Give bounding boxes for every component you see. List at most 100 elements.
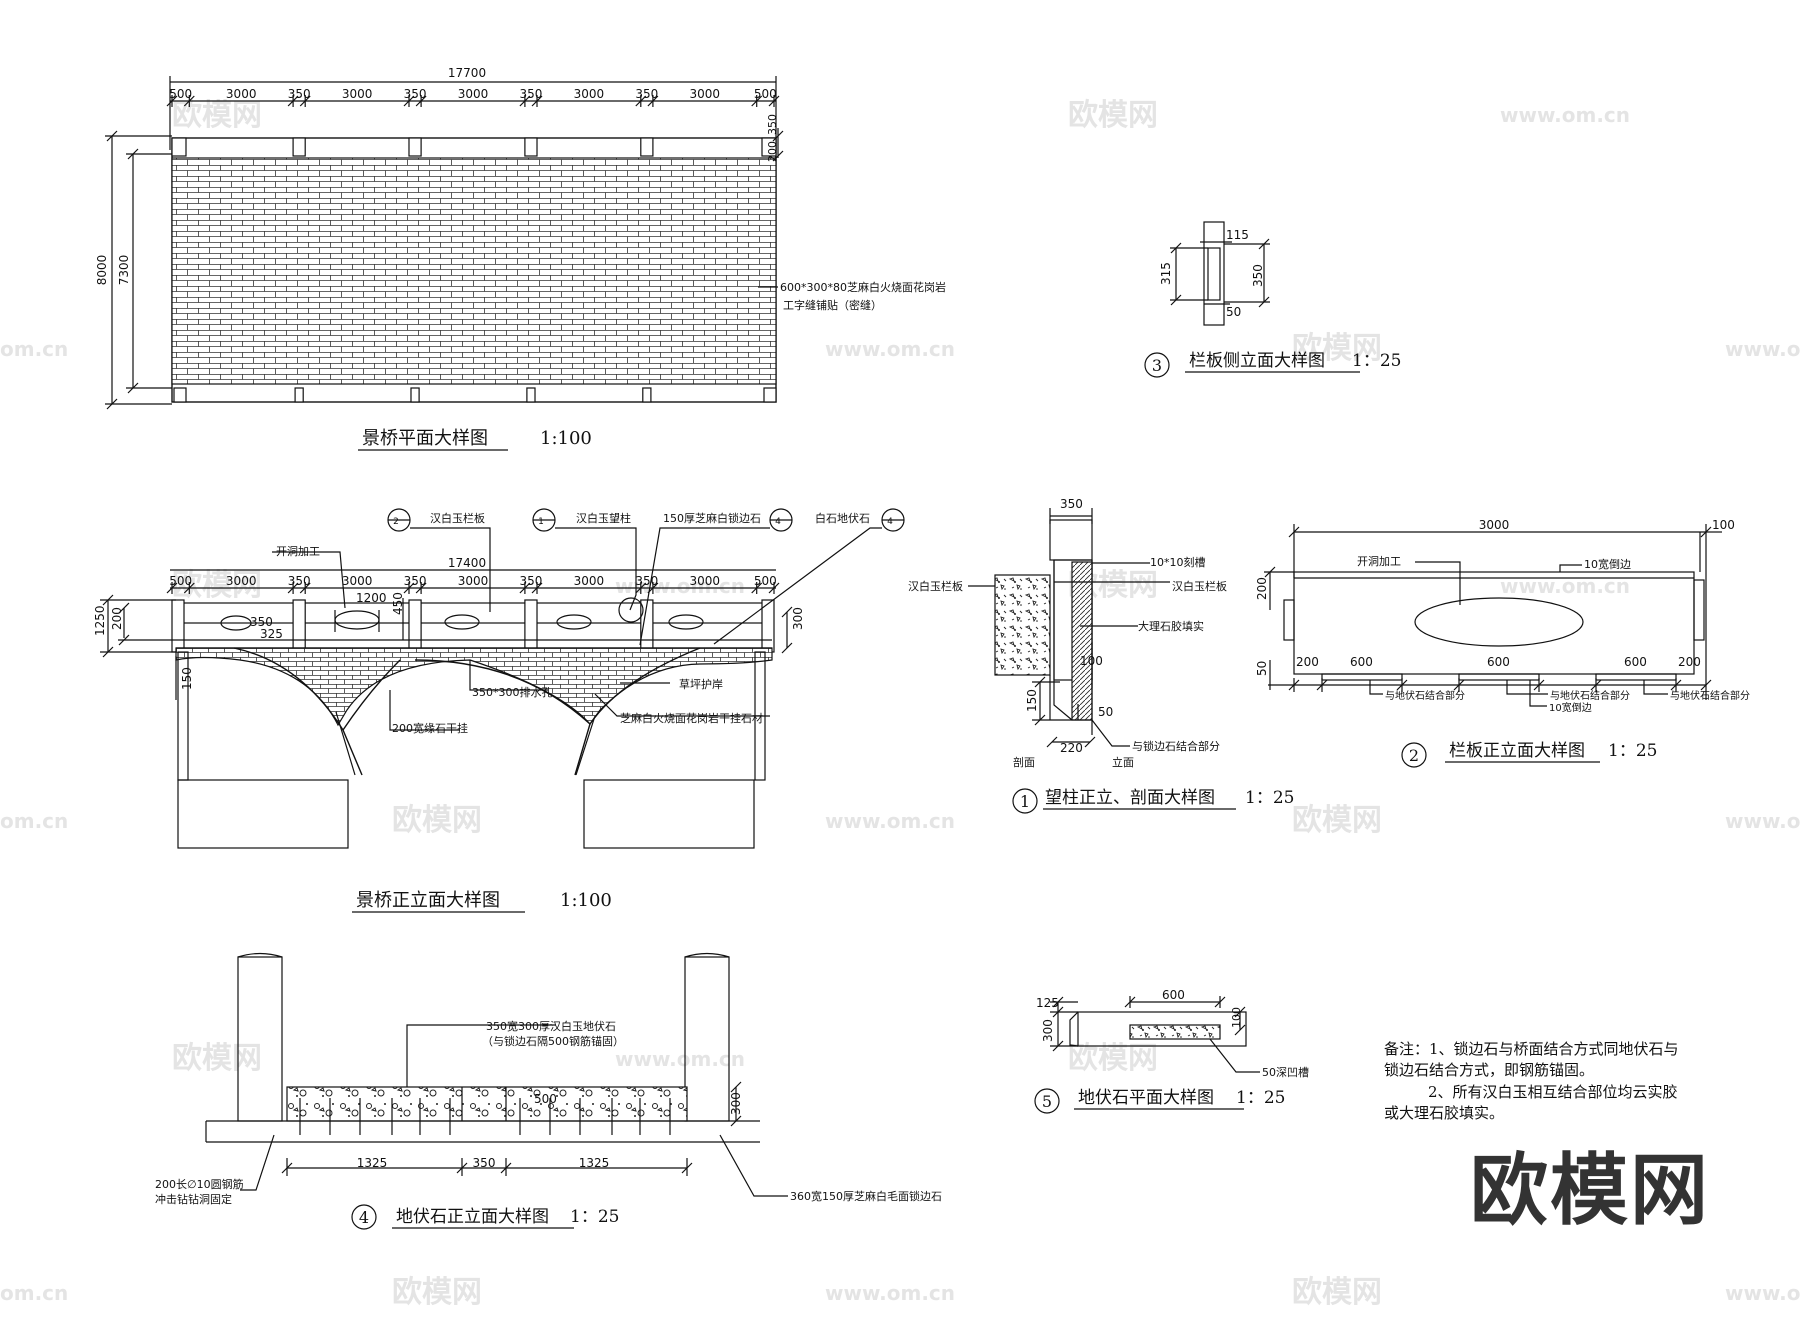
d1-label-panel-right: 汉白玉栏板 (1172, 579, 1227, 593)
d1-dim-50: 50 (1098, 705, 1113, 719)
elev-dim-300: 300 (791, 607, 805, 630)
bridge-plan-view (105, 76, 784, 410)
d2-dim-200b: 200 (1678, 655, 1701, 669)
plan-dim-200: 200 (766, 141, 779, 162)
plan-segment-dim: 350 (288, 87, 311, 101)
d2-dim-3000: 3000 (1479, 518, 1510, 532)
d2-dim-100: 100 (1712, 518, 1735, 532)
callout-number: 4 (775, 517, 781, 527)
watermark: 欧模网 (1292, 803, 1382, 838)
detail-2-drawing (1264, 524, 1722, 707)
plan-dim-8000: 8000 (95, 255, 109, 286)
d5-dim-125: 125 (1036, 996, 1059, 1010)
elev-segment-dim: 3000 (690, 574, 721, 588)
d5-title: 地伏石平面大样图 (1078, 1088, 1214, 1108)
d2-dim-200a: 200 (1296, 655, 1319, 669)
watermark: 欧模网 (392, 803, 482, 838)
d5-dim-600: 600 (1162, 988, 1185, 1002)
d4-dim-1325b: 1325 (579, 1156, 610, 1170)
d1-label-panel-left: 汉白玉栏板 (908, 579, 963, 593)
d2-dim-600b: 600 (1487, 655, 1510, 669)
d1-dim-150: 150 (1025, 689, 1039, 712)
watermark-url: om.cn (0, 1281, 68, 1305)
d2-label-join-3: 与地伏石结合部分 (1670, 689, 1750, 702)
plan-segment-dim: 500 (754, 87, 777, 101)
note-line-3: 2、所有汉白玉相互结合部位均云实胶 (1428, 1083, 1678, 1101)
d4-title: 地伏石正立面大样图 (396, 1207, 549, 1227)
elev-title: 景桥正立面大样图 (356, 890, 500, 911)
d4-dim-350: 350 (473, 1156, 496, 1170)
d4-rebar-note: 200长∅10圆钢筋 (155, 1177, 244, 1191)
note-line-1: 备注：1、锁边石与桥面结合方式同地伏石与 (1384, 1040, 1679, 1058)
d4-note-2: （与锁边石隔500钢筋锚固） (482, 1034, 624, 1048)
callout-ground-stone: 白石地伏石 (815, 511, 870, 525)
bridge-elevation-view (100, 508, 905, 849)
watermark: 欧模网 (172, 98, 262, 133)
plan-segment-dim: 350 (519, 87, 542, 101)
elev-granite-note: 芝麻白火烧面花岗岩干挂石材 (620, 711, 763, 725)
watermark-url: www.om.cn (825, 337, 955, 361)
detail-1-labels: 350 100 150 50 220 汉白玉栏板 10*10刻槽 汉白玉栏板 大… (908, 497, 1227, 769)
callout-number: 4 (887, 517, 893, 527)
d1-number: 1 (1020, 792, 1030, 811)
plan-segment-dim: 350 (635, 87, 658, 101)
detail-5-labels: 600 125 300 100 50深凹槽 (1036, 988, 1309, 1079)
d2-title: 栏板正立面大样图 (1449, 741, 1585, 761)
d4-note-1: 350宽300厚汉白玉地伏石 (486, 1019, 616, 1033)
elev-segment-dim: 500 (754, 574, 777, 588)
d3-dim-315: 315 (1159, 262, 1173, 285)
elev-dim-1250: 1250 (93, 605, 107, 636)
plan-segment-dim: 350 (404, 87, 427, 101)
d2-label-join-1: 与地伏石结合部分 (1385, 689, 1465, 702)
elev-segment-dim: 3000 (226, 574, 257, 588)
elev-dim-200: 200 (110, 607, 124, 630)
elev-dim-350: 350 (250, 615, 273, 629)
d2-label-chamfer-top: 10宽倒边 (1584, 557, 1631, 571)
plan-segment-dim: 3000 (342, 87, 373, 101)
d1-label-marble-glue: 大理石胶填实 (1138, 619, 1204, 633)
d3-dim-350: 350 (1251, 264, 1265, 287)
d2-label-opening: 开洞加工 (1357, 555, 1401, 568)
watermark: 欧模网 (172, 1041, 262, 1076)
d4-scale: 1：25 (570, 1207, 619, 1227)
plan-material-note: 600*300*80芝麻白火烧面花岗岩 (780, 280, 946, 294)
note-line-4: 或大理石胶填实。 (1384, 1104, 1504, 1122)
plan-scale: 1:100 (540, 428, 592, 449)
watermark-url: www.om.cn (1725, 1281, 1800, 1305)
elev-dim-450: 450 (391, 592, 405, 615)
elev-edge-note: 200宽缘石干挂 (392, 721, 468, 735)
d4-dim-1325a: 1325 (357, 1156, 388, 1170)
elev-dim-1200: 1200 (356, 591, 387, 605)
detail-3-caption: 3 栏板侧立面大样图 1：25 (1144, 351, 1401, 378)
general-notes: 备注：1、锁边石与桥面结合方式同地伏石与 锁边石结合方式，即钢筋锚固。 2、所有… (1384, 1040, 1679, 1122)
d4-dim-500: 500 (534, 1092, 557, 1106)
elev-segment-dim: 3000 (574, 574, 605, 588)
d2-dim-200: 200 (1255, 577, 1269, 600)
d5-dim-100: 100 (1230, 1007, 1243, 1028)
detail-5-drawing (1050, 996, 1260, 1073)
watermark-url: www.om.cn (615, 1047, 745, 1071)
d5-groove-note: 50深凹槽 (1262, 1066, 1309, 1079)
elev-dim-150: 150 (180, 667, 194, 690)
d5-scale: 1：25 (1236, 1088, 1285, 1108)
d1-label-section: 剖面 (1013, 755, 1035, 769)
watermark-url: om.cn (0, 809, 68, 833)
d1-label-groove: 10*10刻槽 (1150, 555, 1206, 569)
elev-drain-note: 350*300排水孔 (472, 685, 553, 699)
detail-4-labels: 1325 350 1325 500 300 350宽300厚汉白玉地伏石 （与锁… (155, 1019, 942, 1206)
d3-number: 3 (1152, 356, 1162, 375)
detail-4-caption: 4 地伏石正立面大样图 1：25 (351, 1204, 619, 1230)
d2-label-chamfer-bottom: 10宽倒边 (1549, 701, 1592, 714)
elev-scale: 1:100 (560, 890, 612, 911)
watermark-url: www.om.cn (825, 809, 955, 833)
elev-segment-dim: 350 (404, 574, 427, 588)
watermark-url: www.om.cn (825, 1281, 955, 1305)
brand-logo-text: 欧模网 (1470, 1146, 1711, 1236)
d2-dim-600a: 600 (1350, 655, 1373, 669)
plan-segment-dim: 3000 (574, 87, 605, 101)
callout-railing-panel: 汉白玉栏板 (430, 511, 485, 525)
plan-dim-7300: 7300 (117, 255, 131, 286)
d2-label-join-2: 与地伏石结合部分 (1550, 689, 1630, 702)
callout-edge-stone: 150厚芝麻白锁边石 (663, 511, 761, 525)
d1-label-join: 与锁边石结合部分 (1132, 739, 1220, 753)
